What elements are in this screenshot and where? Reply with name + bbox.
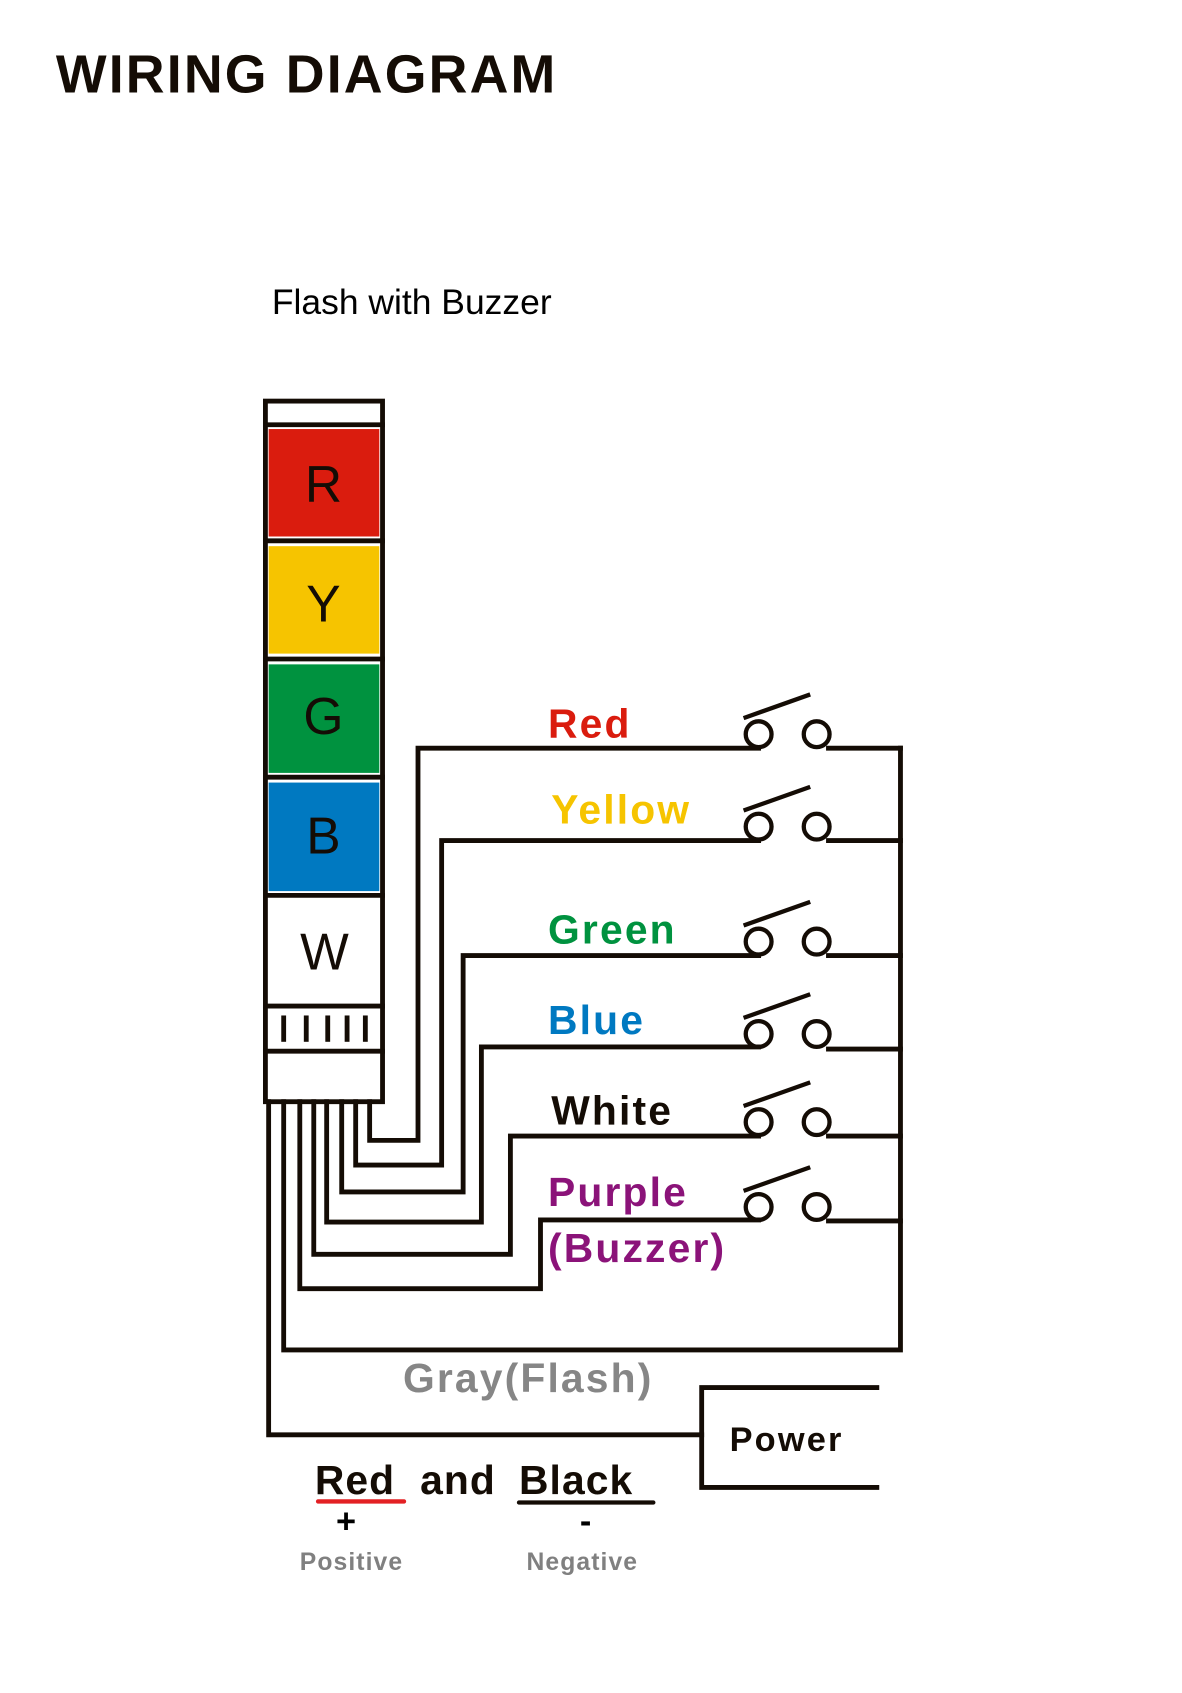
wire-purple — [297, 1099, 762, 1292]
wire-label-buzzer: (Buzzer) — [548, 1225, 726, 1271]
wire-label-purple: Purple — [548, 1169, 688, 1215]
diagram-subtitle: Flash with Buzzer — [272, 282, 552, 322]
wire-label-red: Red — [548, 700, 632, 746]
wire-label-yellow: Yellow — [551, 786, 691, 832]
switch-terminal — [743, 1107, 774, 1138]
tower-segment-green: G — [268, 664, 380, 773]
tower-segment-yellow: Y — [268, 546, 380, 654]
tower-segment-white: W — [300, 923, 349, 981]
wire-label-white: White — [551, 1087, 673, 1133]
segment-fill — [268, 664, 380, 773]
polarity-and-label: and — [420, 1457, 496, 1503]
polarity-black-label: Black — [519, 1457, 633, 1503]
segment-fill — [268, 782, 380, 892]
segment-letter: Y — [306, 574, 340, 632]
switch-terminal — [801, 1191, 832, 1223]
wire-white — [311, 1099, 762, 1257]
wire-power-positive — [266, 1099, 705, 1438]
signal-tower: R Y G B W — [262, 398, 385, 1105]
switch-lever — [742, 992, 811, 1020]
switch-terminal — [801, 811, 832, 842]
power-label: Power — [730, 1421, 844, 1459]
switch-green — [742, 899, 832, 957]
switch-terminal — [743, 1191, 774, 1223]
switch-terminal — [801, 1107, 832, 1138]
switch-terminal — [801, 719, 832, 750]
wire-yellow — [353, 838, 762, 1168]
positive-sign: + — [336, 1503, 356, 1541]
power-box — [699, 1385, 880, 1490]
switch-purple — [742, 1165, 832, 1223]
switch-lever — [742, 899, 811, 928]
wire-label-blue: Blue — [548, 997, 645, 1043]
switch-terminal — [743, 811, 774, 842]
positive-label: Positive — [300, 1549, 403, 1576]
wire-red — [367, 745, 762, 1143]
switch-terminal — [743, 1018, 774, 1050]
switch-terminal — [743, 719, 774, 750]
wire-label-gray-flash: Gray(Flash) — [403, 1355, 654, 1401]
wire-common-bus — [281, 745, 903, 1353]
switch-terminal — [743, 926, 774, 957]
tower-segment-blue: B — [268, 782, 380, 892]
negative-label: Negative — [527, 1549, 639, 1576]
switch-blue — [742, 992, 832, 1050]
negative-sign: - — [580, 1503, 591, 1541]
segment-letter: B — [306, 806, 340, 864]
switch-lever — [742, 1080, 811, 1109]
segment-fill — [268, 546, 380, 654]
wire-label-green: Green — [548, 907, 677, 953]
wire-harness — [266, 745, 903, 1490]
buzzer-grille — [281, 1015, 368, 1042]
switch-terminal — [801, 926, 832, 957]
switch-lever — [742, 1165, 811, 1193]
segment-letter: G — [303, 687, 343, 745]
polarity-red-label: Red — [315, 1457, 395, 1503]
segment-fill — [268, 429, 380, 537]
switch-terminal — [801, 1018, 832, 1050]
segment-letter: R — [305, 455, 342, 513]
switch-white — [742, 1080, 832, 1138]
switch-lever — [742, 784, 811, 813]
page-title: WIRING DIAGRAM — [56, 45, 558, 105]
segment-letter: W — [300, 923, 349, 981]
switch-lever — [742, 692, 811, 721]
switches — [742, 692, 832, 1223]
polarity-legend: Red and Black + - Positive Negative — [300, 1457, 656, 1576]
switch-yellow — [742, 784, 832, 842]
wire-green — [339, 953, 762, 1195]
switch-red — [742, 692, 832, 750]
tower-segment-red: R — [268, 429, 380, 537]
wire-blue — [324, 1044, 762, 1225]
